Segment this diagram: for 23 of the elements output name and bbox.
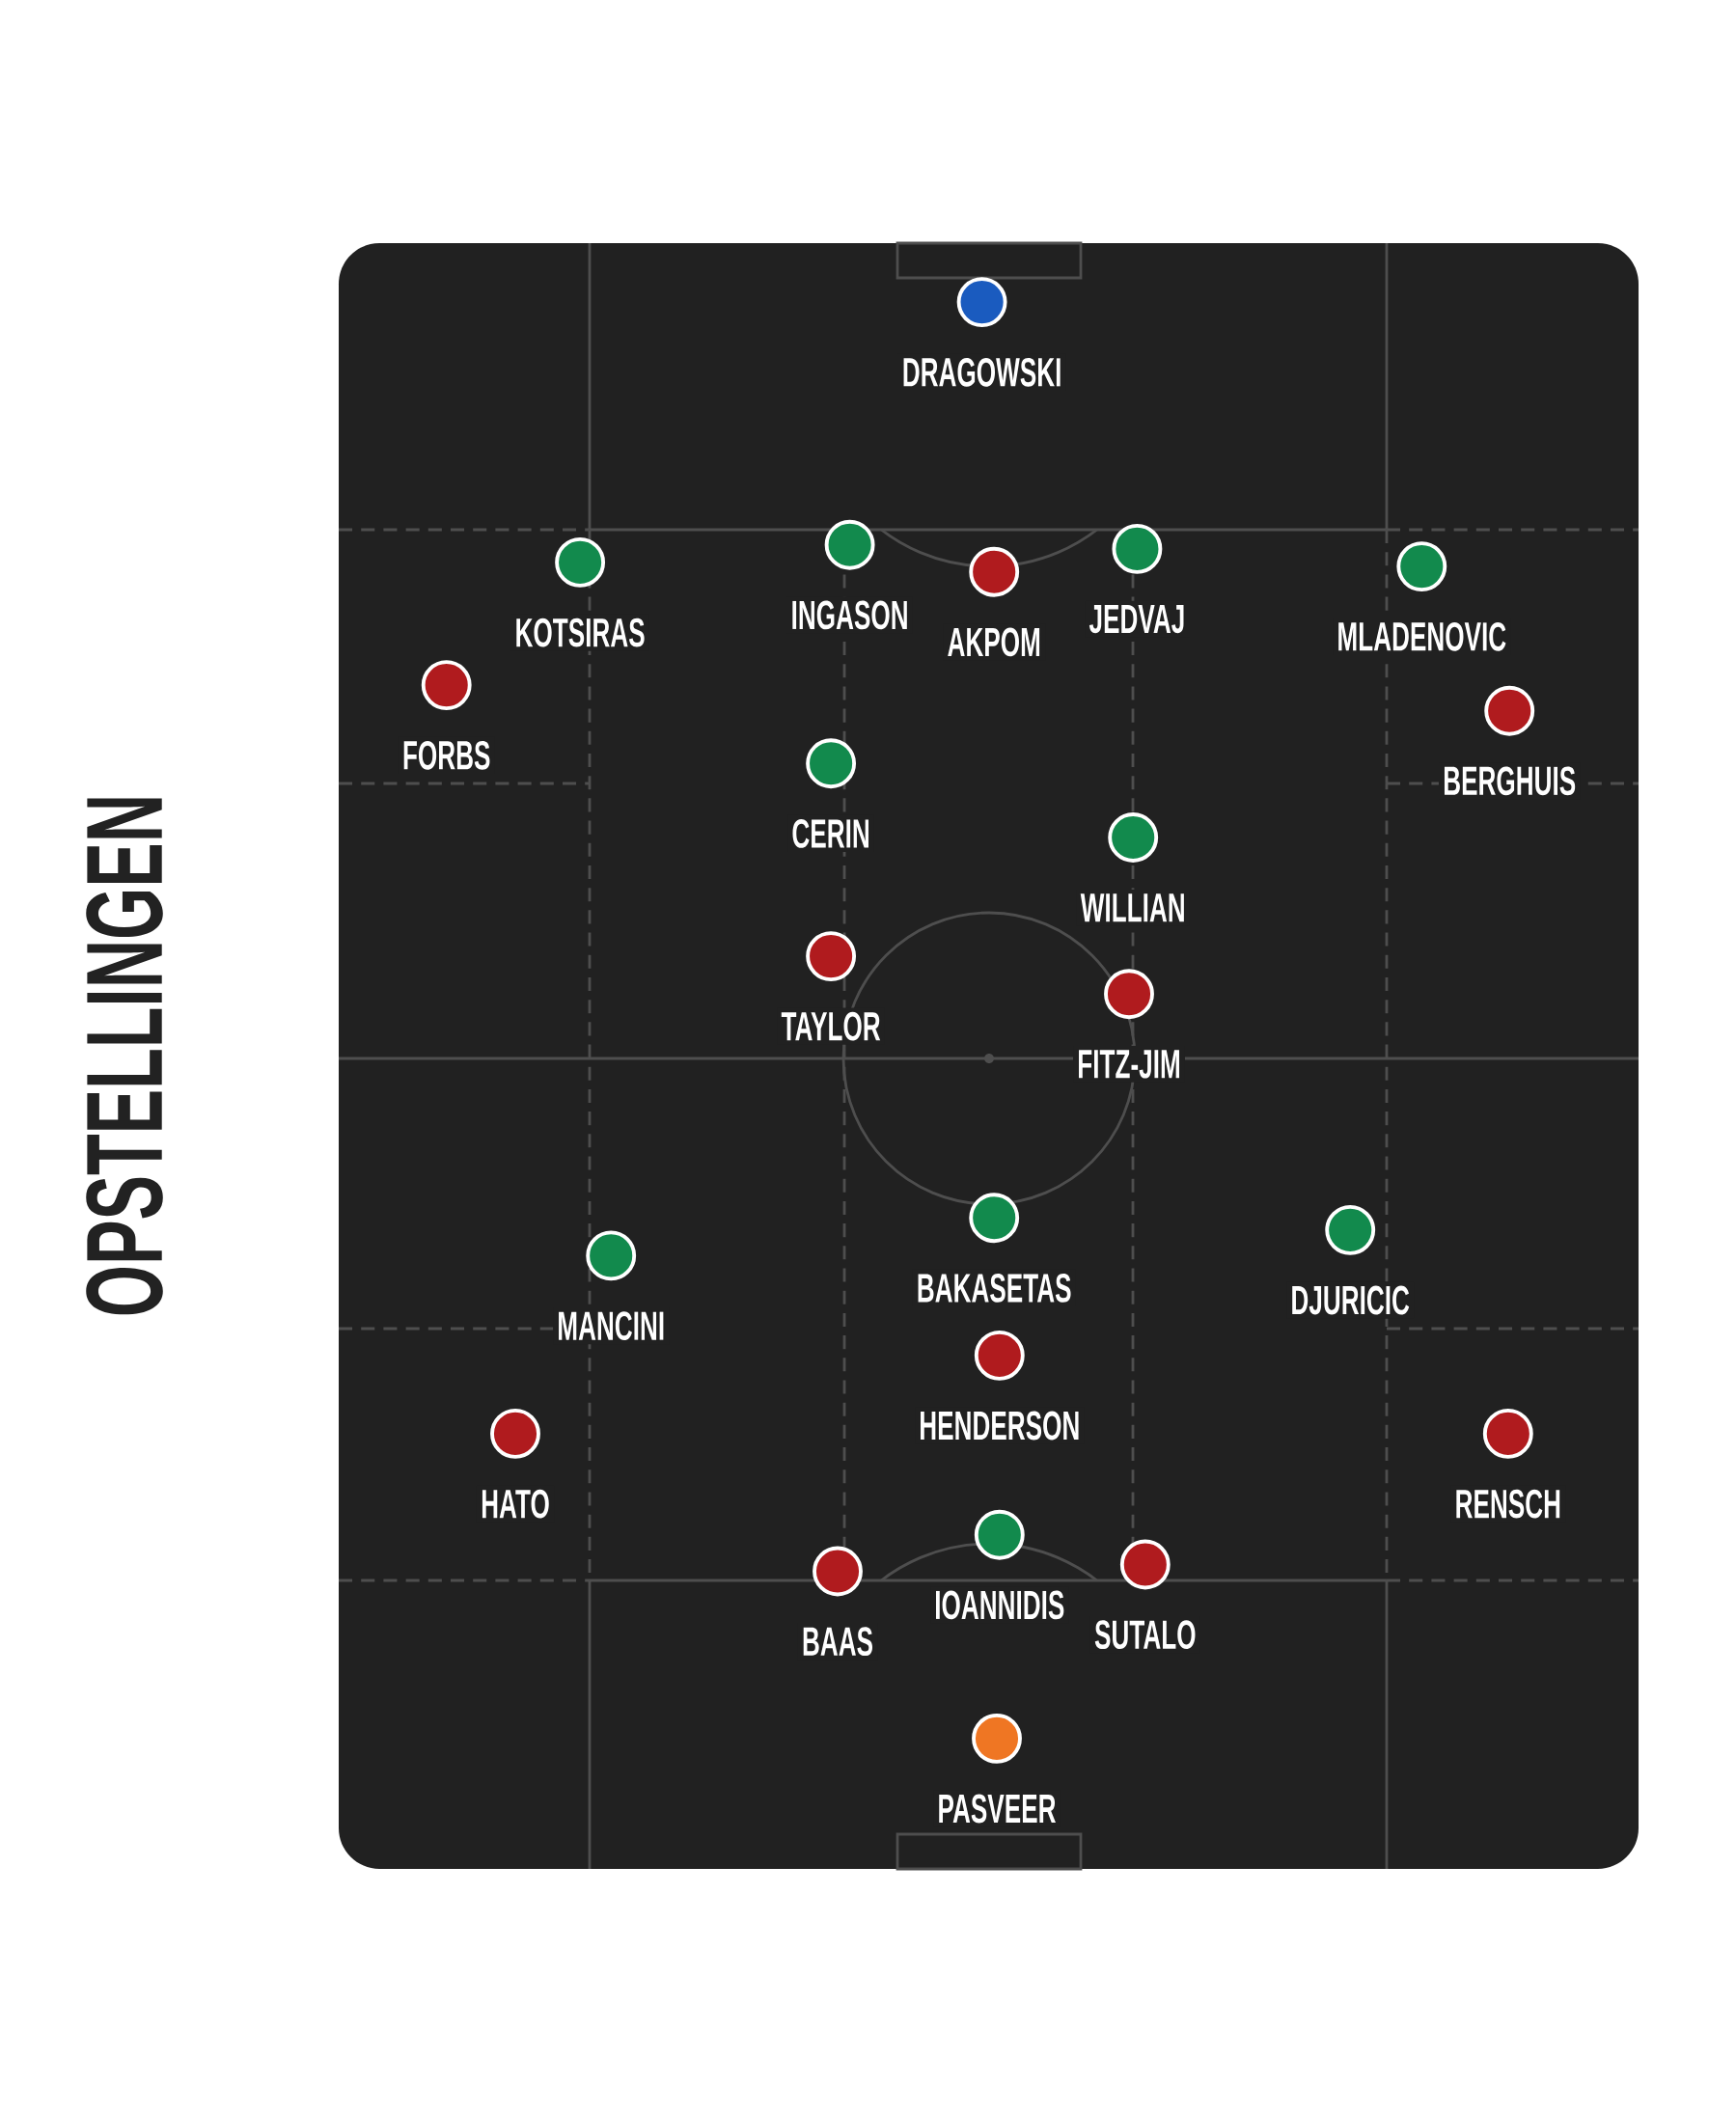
player-name: TAYLOR	[777, 1007, 885, 1045]
player-name: BAAS	[797, 1623, 878, 1661]
player-name: MLADENOVIC	[1333, 618, 1511, 655]
player-name: FITZ-JIM	[1073, 1046, 1185, 1083]
player-name: RENSCH	[1450, 1485, 1566, 1523]
player-name: INGASON	[786, 596, 913, 634]
player-name: DRAGOWSKI	[897, 353, 1066, 391]
player-name: SUTALO	[1089, 1616, 1200, 1654]
player-name: BAKASETAS	[912, 1269, 1076, 1307]
player-name: PASVEER	[933, 1790, 1061, 1827]
player-name: HATO	[476, 1485, 555, 1523]
player-name: DJURICIC	[1286, 1281, 1415, 1319]
player-name: IOANNIDIS	[930, 1586, 1069, 1624]
player-name: FORBS	[398, 736, 495, 774]
player-name: CERIN	[787, 814, 874, 853]
title: OPSTELLINGEN	[86, 798, 163, 1315]
player-name: MANCINI	[553, 1307, 670, 1345]
player-name: BERGHUIS	[1439, 762, 1581, 800]
player-name: JEDVAJ	[1085, 600, 1190, 638]
player-name: HENDERSON	[915, 1407, 1085, 1444]
player-name: WILLIAN	[1076, 890, 1190, 926]
player-name: KOTSIRAS	[510, 614, 649, 651]
player-name: AKPOM	[943, 623, 1046, 661]
